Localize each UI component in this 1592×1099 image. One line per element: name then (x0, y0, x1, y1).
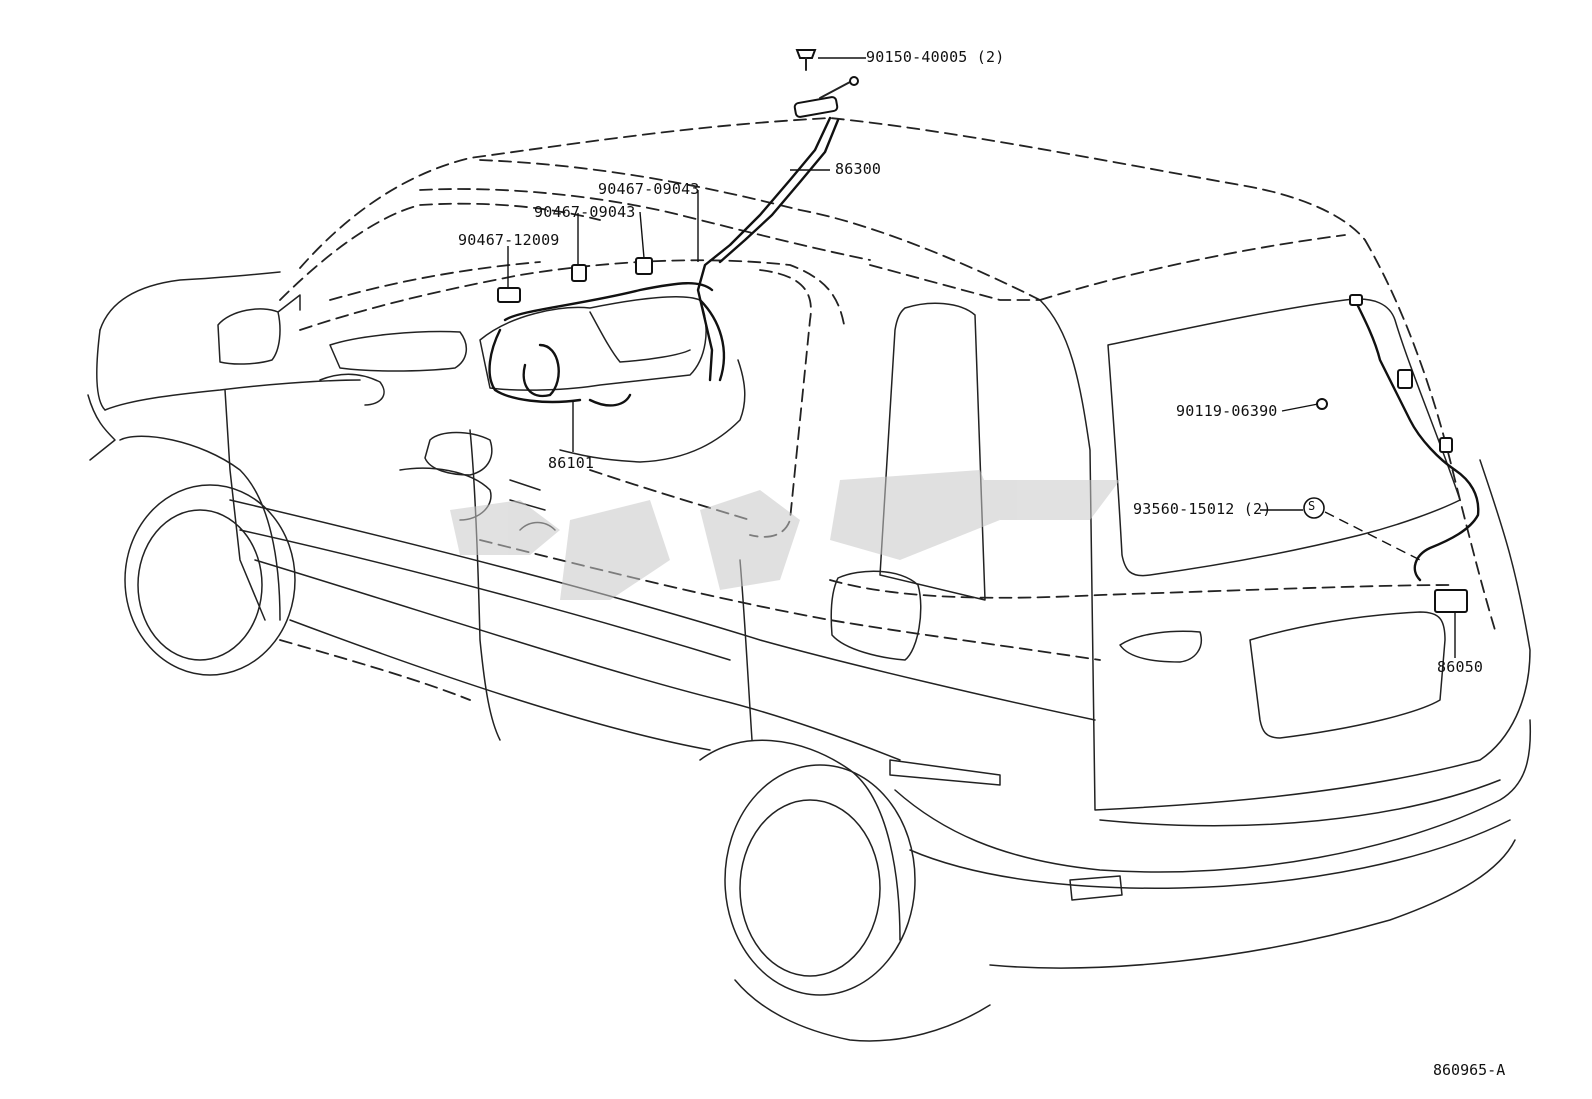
callout-93560-15012: 93560-15012 (2) (1133, 500, 1272, 518)
leader-lines (507, 57, 1456, 658)
figure-reference-id: 860965-A (1433, 1061, 1506, 1079)
callout-90467-09043-a: 90467-09043 (598, 180, 700, 198)
audio-wiring (488, 49, 1480, 613)
callout-86050: 86050 (1437, 658, 1484, 676)
screw-symbol: S (1308, 499, 1316, 513)
vehicle-body (87, 117, 1532, 1042)
callout-90467-12009: 90467-12009 (458, 231, 560, 249)
callout-90150-40005: 90150-40005 (2) (866, 48, 1005, 66)
callout-90467-09043-b: 90467-09043 (534, 203, 636, 221)
callout-90119-06390: 90119-06390 (1176, 402, 1278, 420)
callout-86101: 86101 (548, 454, 595, 472)
callout-86300: 86300 (835, 160, 882, 178)
watermark (450, 470, 1120, 600)
